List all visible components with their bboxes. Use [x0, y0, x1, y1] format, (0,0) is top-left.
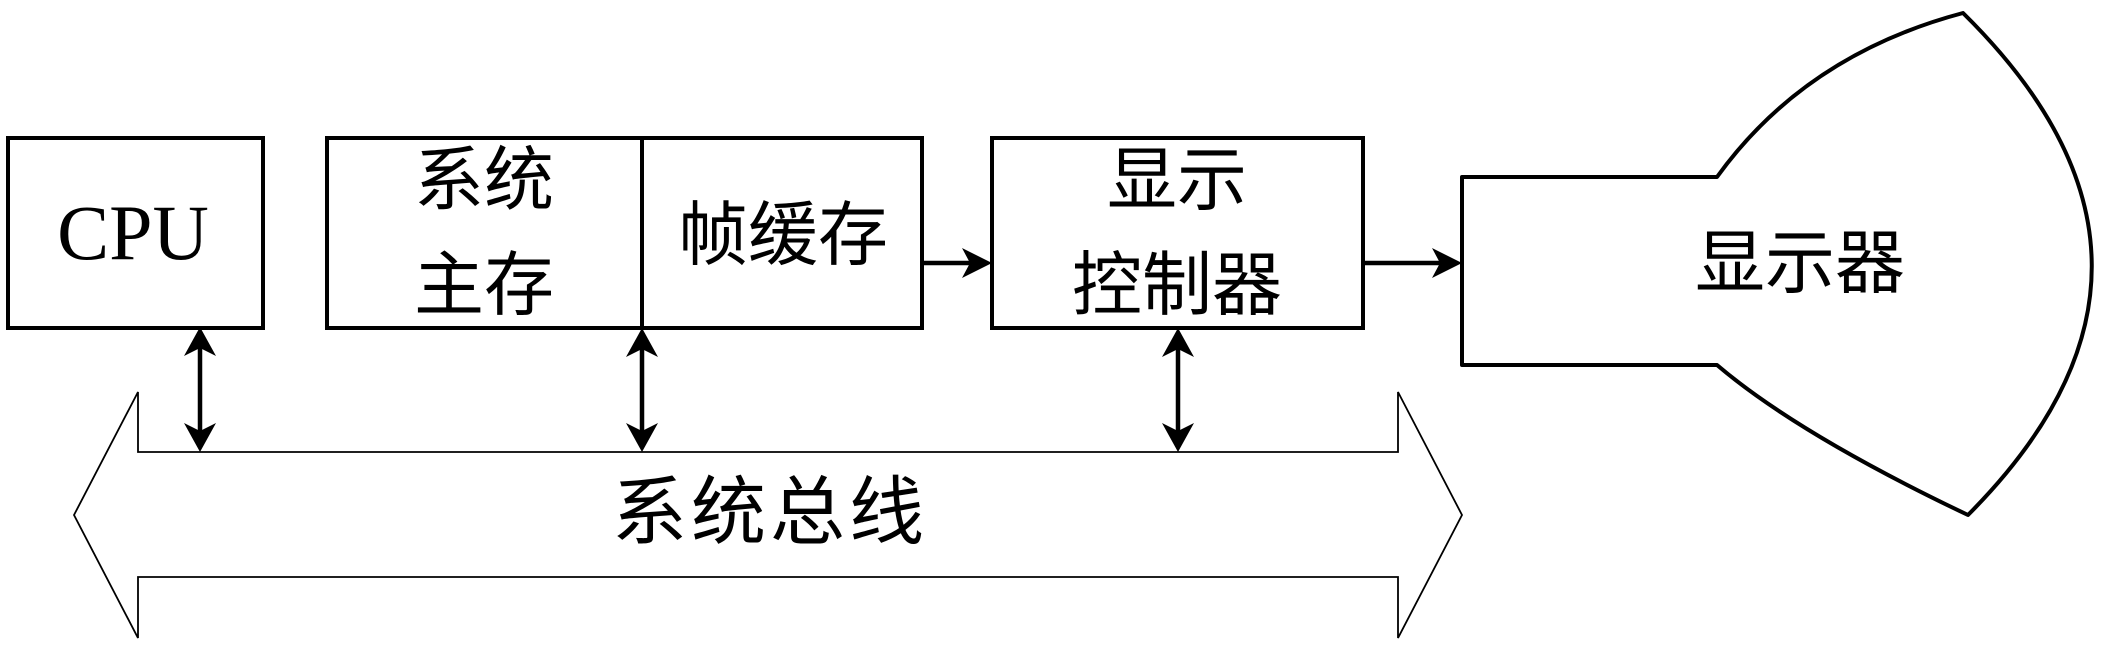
double-arrow-cpu-bus [184, 327, 216, 452]
arrow-controller-to-monitor [1363, 248, 1462, 278]
memory-framebuffer-box [325, 136, 924, 330]
cpu-box [6, 136, 265, 330]
cpu-label: CPU [57, 189, 209, 276]
arrow-head-down-icon [1162, 423, 1194, 452]
monitor-label: 显示器 [1695, 226, 1905, 303]
monitor-crt-shape [1460, 11, 2094, 517]
arrow-head-up-icon [184, 327, 216, 356]
system-bus-label: 系统总线 [612, 472, 928, 555]
display-controller-label-line2: 控制器 [1072, 248, 1282, 325]
arrow-head-up-icon [1162, 328, 1194, 357]
arrow-head-right-icon [962, 248, 992, 278]
arrow-head-right-icon [1432, 248, 1462, 278]
arrow-head-down-icon [184, 423, 216, 452]
double-arrow-controller-bus [1162, 328, 1194, 452]
system-bus-shape [72, 391, 1464, 639]
arrow-head-up-icon [626, 328, 658, 357]
system-memory-label-line1: 系统 [414, 143, 554, 220]
display-controller-label-line1: 显示 [1107, 143, 1247, 220]
double-arrow-framebuffer-bus [626, 328, 658, 452]
arrow-head-down-icon [626, 423, 658, 452]
display-controller-box [990, 136, 1365, 330]
frame-buffer-label: 帧缓存 [678, 198, 888, 275]
system-memory-label-line2: 主存 [414, 248, 554, 325]
arrow-framebuffer-to-controller [922, 248, 992, 278]
